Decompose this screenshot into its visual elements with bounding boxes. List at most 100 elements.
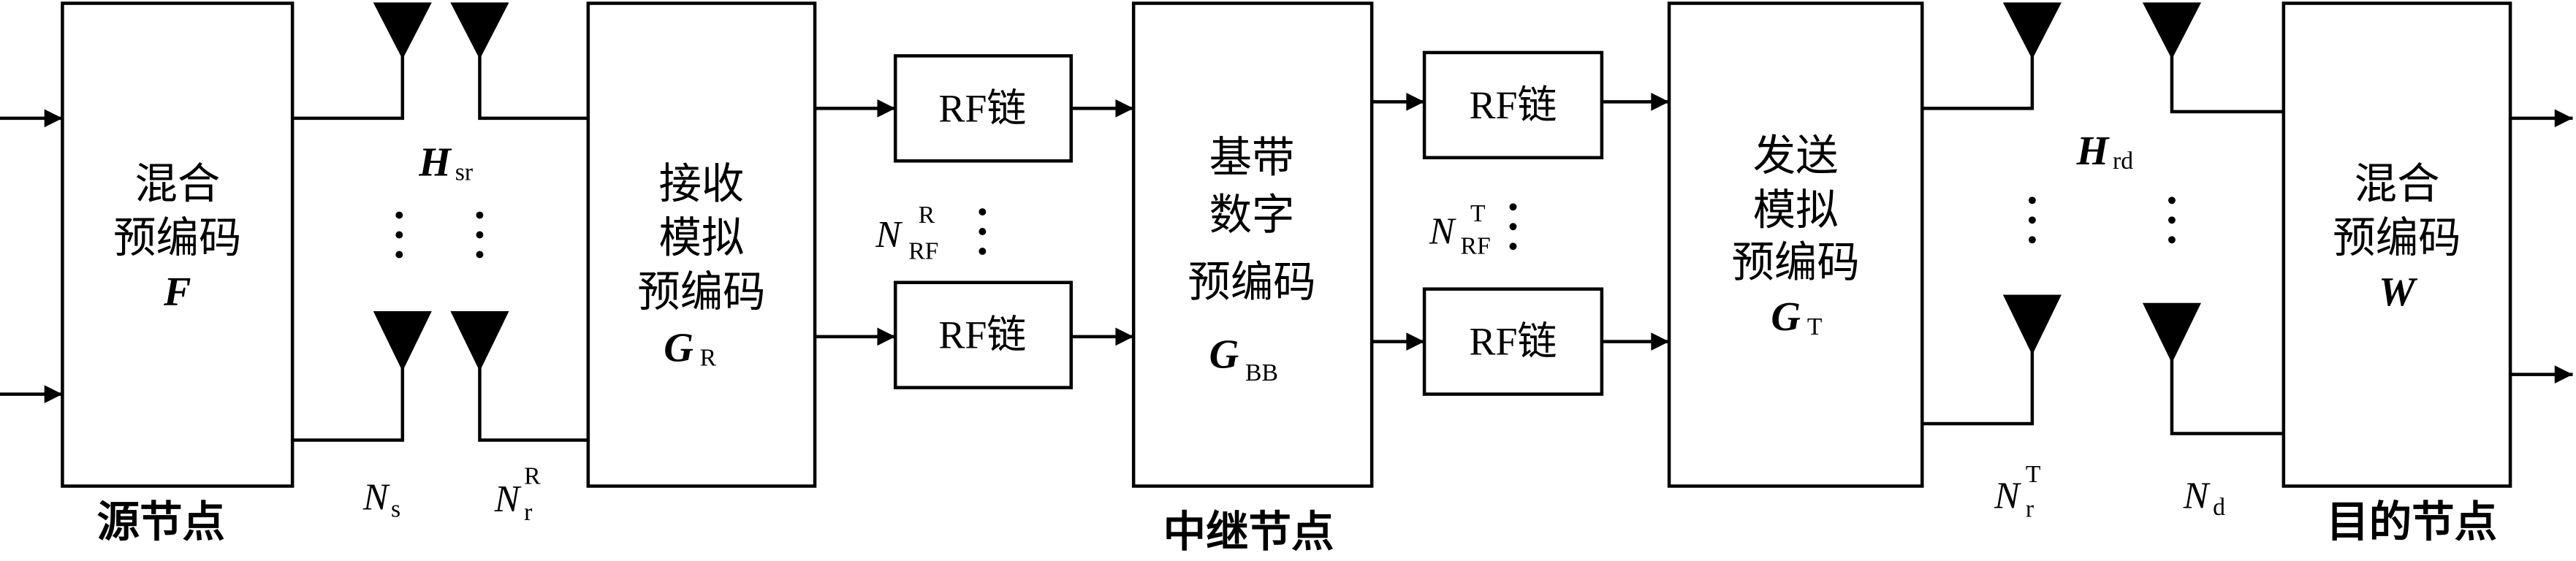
baseband-digital-precoder-box: [1131, 1, 1374, 488]
vertical-ellipsis-icon: [395, 211, 403, 259]
source-precoder-line1: 混合: [134, 160, 220, 207]
relay-tx-feed-top: [1922, 56, 2034, 110]
relay-rx-feed-top: [478, 56, 588, 121]
ellipsis-dot: [979, 228, 987, 235]
ellipsis-dot: [1509, 243, 1517, 251]
nrf-r-symbol: N: [875, 214, 903, 256]
baseband-symbol: G: [1209, 332, 1239, 378]
tx-precoder-subscript: T: [1807, 313, 1823, 340]
ellipsis-dot: [979, 248, 987, 255]
channel-sr-subscript: sr: [455, 159, 473, 186]
nr-r-symbol: N: [494, 478, 522, 520]
nrf-r-superscript: R: [919, 202, 935, 229]
nr-r-subscript: r: [524, 499, 532, 526]
tx-precoder-line1: 发送: [1753, 132, 1839, 180]
ellipsis-dot: [395, 211, 403, 219]
antenna-icon: [373, 2, 432, 60]
vertical-ellipsis-icon: [1509, 203, 1517, 251]
nd-symbol: N: [2183, 475, 2211, 516]
vertical-ellipsis-icon: [2028, 196, 2036, 244]
rx-precoder-subscript: R: [700, 345, 717, 372]
rf-chain-tx-bottom-box: [1422, 287, 1604, 396]
channel-rd-symbol: H: [2076, 129, 2110, 174]
ellipsis-dot: [476, 211, 484, 219]
antenna-icon: [450, 311, 509, 372]
ellipsis-dot: [395, 231, 403, 239]
antenna-icon: [2002, 294, 2062, 355]
antenna-icon: [2002, 2, 2062, 60]
channel-sr-label: H sr: [418, 140, 473, 186]
ns-subscript: s: [391, 495, 400, 522]
nr-t-superscript: T: [2026, 461, 2041, 488]
ellipsis-dot: [1509, 223, 1517, 231]
source-antenna-count-label: N s: [362, 477, 400, 523]
rf-chain-rx-bottom-label: RF链: [938, 313, 1026, 357]
nr-t-symbol: N: [1994, 475, 2021, 516]
baseband-line2: 数字: [1209, 191, 1295, 239]
nrf-t-subscript: RF: [1461, 233, 1491, 260]
relay-tx-feed-bottom: [1922, 351, 2034, 426]
rf-chain-rx-bottom-box: [893, 280, 1074, 389]
source-precoder-line2: 预编码: [113, 214, 241, 262]
tx-precoder-line3: 预编码: [1731, 239, 1859, 286]
nd-subscript: d: [2213, 494, 2225, 521]
dest-combiner-line1: 混合: [2355, 160, 2440, 207]
relay-node: 接收 模拟 预编码 G R RF链 RF链 N R RF 基带 数字 预编码 G…: [586, 1, 1924, 556]
antenna-icon: [373, 311, 432, 372]
baseband-line1: 基带: [1209, 134, 1295, 181]
nrf-t-symbol: N: [1429, 211, 1456, 253]
rx-precoder-line2: 模拟: [658, 214, 744, 262]
channel-rd-label: H rd: [2076, 129, 2134, 175]
dest-combiner-line2: 预编码: [2333, 214, 2461, 262]
relay-rx-feed-bottom: [478, 367, 588, 442]
antenna-icon: [2142, 302, 2201, 364]
baseband-line3: 预编码: [1188, 259, 1315, 306]
rf-chain-rx-top-box: [893, 54, 1074, 163]
rx-analog-precoder-box: [586, 1, 817, 488]
relay-node-label: 中继节点: [1163, 508, 1334, 556]
tx-precoder-line2: 模拟: [1753, 186, 1839, 234]
source-feed-bottom: [292, 367, 405, 442]
dest-feed-top: [2170, 56, 2284, 114]
ellipsis-dot: [2028, 216, 2036, 224]
channel-sr-symbol: H: [418, 140, 452, 186]
relay-tx-antenna-count-label: N T r: [1994, 461, 2041, 522]
destination-hybrid-combiner-box: [2281, 1, 2512, 488]
vertical-ellipsis-icon: [2168, 196, 2176, 244]
dest-feed-bottom: [2170, 359, 2284, 435]
rf-chains-rx-count-label: N R RF: [875, 202, 938, 264]
rx-precoder-symbol: G: [664, 326, 694, 371]
rf-chain-tx-top-label: RF链: [1470, 83, 1557, 127]
ellipsis-dot: [2168, 236, 2176, 244]
nrf-t-superscript: T: [1470, 200, 1486, 227]
ellipsis-dot: [2028, 196, 2036, 205]
nr-r-superscript: R: [524, 462, 541, 489]
nr-t-subscript: r: [2026, 495, 2034, 522]
destination-node-label: 目的节点: [2326, 498, 2497, 546]
channel-rd-subscript: rd: [2113, 148, 2133, 175]
destination-node: 混合 预编码 W 目的节点: [2281, 1, 2573, 546]
rf-chains-tx-count-label: N T RF: [1429, 200, 1491, 260]
rf-chain-rx-top-label: RF链: [938, 86, 1026, 130]
rf-chain-tx-top-box: [1422, 50, 1604, 160]
source-node-label: 源节点: [97, 498, 225, 546]
relay-rx-antenna-count-label: N R r: [494, 462, 541, 525]
ellipsis-dot: [2168, 196, 2176, 205]
ellipsis-dot: [2168, 216, 2176, 224]
vertical-ellipsis-icon: [476, 211, 484, 259]
ellipsis-dot: [1509, 203, 1517, 211]
antenna-icon: [2142, 2, 2202, 60]
antenna-icon: [450, 2, 509, 60]
ellipsis-dot: [476, 251, 484, 259]
ns-symbol: N: [362, 477, 390, 519]
rx-precoder-line3: 预编码: [637, 269, 765, 316]
channel-rd-antennas: H rd N T r N d: [1922, 2, 2284, 522]
channel-sr-antennas: H sr N s N R r: [292, 2, 588, 526]
destination-antenna-count-label: N d: [2183, 475, 2225, 521]
baseband-subscript: BB: [1245, 359, 1278, 386]
vertical-ellipsis-icon: [979, 208, 987, 255]
source-hybrid-precoder-box: [61, 1, 295, 488]
source-precoder-symbol: F: [163, 270, 191, 315]
source-node: 混合 预编码 F 源节点: [0, 1, 295, 546]
